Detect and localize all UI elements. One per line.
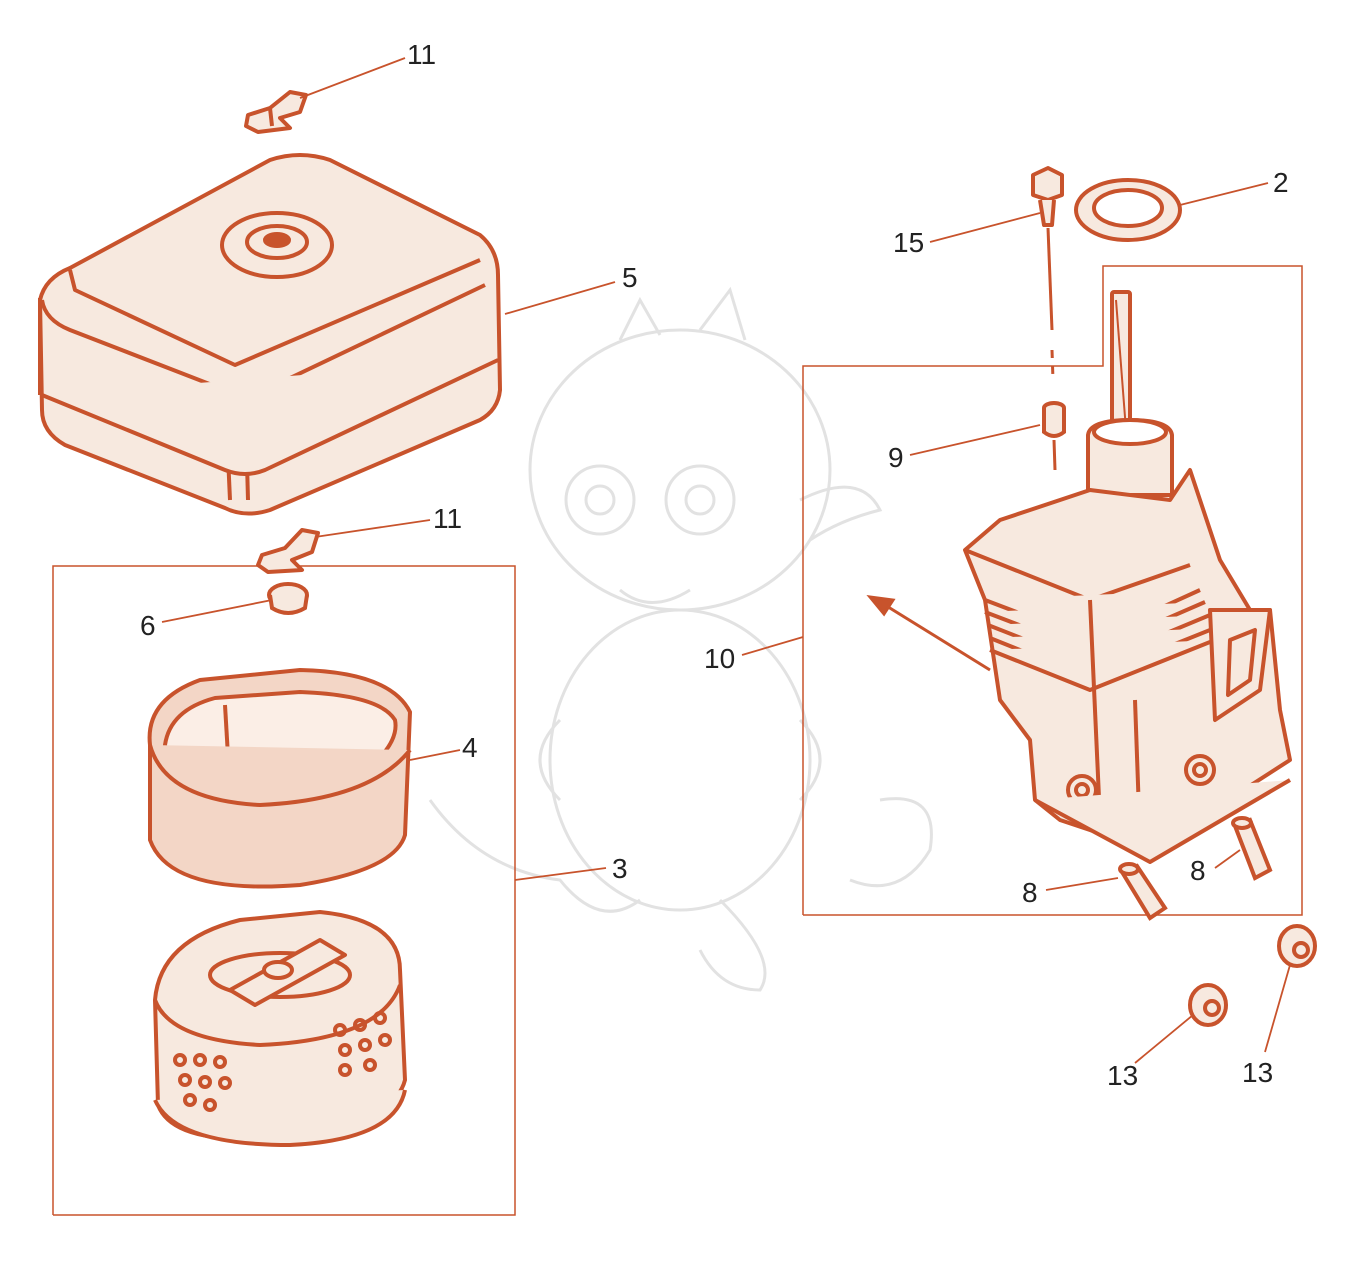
clip-icon xyxy=(256,528,320,574)
collar-icon xyxy=(1042,401,1066,471)
callout-13-left: 13 xyxy=(1107,1060,1138,1091)
callout-11-top: 11 xyxy=(407,39,436,70)
dragon-watermark-icon xyxy=(428,286,933,992)
callout-labels: 11 5 11 6 4 3 2 15 9 10 8 8 13 13 xyxy=(140,39,1289,1091)
air-filter-cover-icon xyxy=(38,153,502,516)
bolt-icon xyxy=(1031,166,1064,381)
foam-element-icon xyxy=(147,668,412,889)
group-box-left xyxy=(52,565,516,1216)
paper-element-icon xyxy=(153,910,407,1147)
group-box-right xyxy=(802,265,1303,916)
callout-10: 10 xyxy=(704,643,735,674)
callout-6: 6 xyxy=(140,610,156,641)
callout-8-right: 8 xyxy=(1190,855,1206,886)
callout-13-right: 13 xyxy=(1242,1057,1273,1088)
callout-3: 3 xyxy=(612,853,628,884)
direction-arrow-icon xyxy=(866,595,991,672)
callout-9: 9 xyxy=(888,442,904,473)
callout-11-mid: 11 xyxy=(433,503,462,534)
wing-nut-icon xyxy=(267,582,309,615)
dowel-icon xyxy=(1118,816,1273,921)
callout-2: 2 xyxy=(1273,167,1289,198)
gasket-icon xyxy=(1074,178,1182,242)
clip-icon xyxy=(244,90,308,134)
callout-5: 5 xyxy=(622,262,638,293)
callout-8-left: 8 xyxy=(1022,877,1038,908)
air-cleaner-base-icon xyxy=(963,290,1292,864)
nut-icon xyxy=(1188,924,1317,1027)
leader-lines xyxy=(161,57,1291,1064)
callout-4: 4 xyxy=(462,732,478,763)
callout-15: 15 xyxy=(893,227,924,258)
